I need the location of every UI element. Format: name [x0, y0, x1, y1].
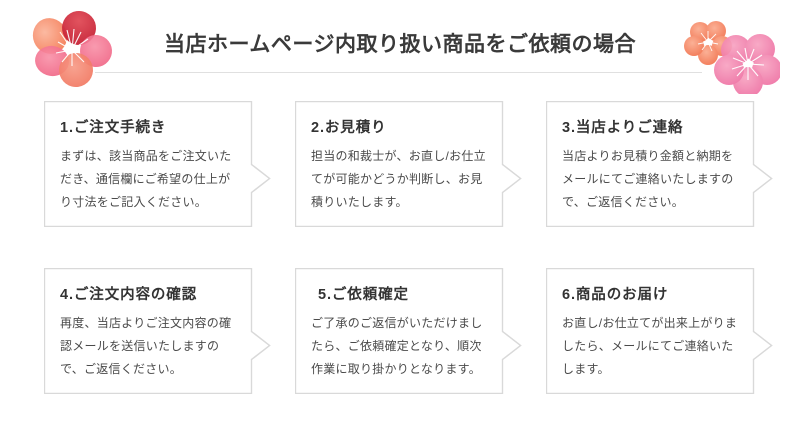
step-card-1[interactable]: 1.ご注文手続き まずは、該当商品をご注文いただき、通信欄にご希望の仕上がり寸法… — [44, 101, 271, 227]
step-card-3[interactable]: 3.当店よりご連絡 当店よりお見積り金額と納期をメールにてご連絡いたしますので、… — [546, 101, 773, 227]
step-card-2[interactable]: 2.お見積り 担当の和裁士が、お直し/お仕立てが可能かどうか判断し、お見積りいた… — [295, 101, 522, 227]
step-card-3-title: 3.当店よりご連絡 — [562, 120, 684, 136]
step-card-6-body: 6.商品のお届け お直し/お仕立てが出来上がりましたら、メールにてご連絡いたしま… — [546, 268, 754, 394]
step-card-4-text: 再度、当店よりご注文内容の確認メールを送信いたしますので、ご返信ください。 — [60, 316, 232, 376]
step-card-6-title: 6.商品のお届け — [562, 287, 669, 303]
step-card-1-body: 1.ご注文手続き まずは、該当商品をご注文いただき、通信欄にご希望の仕上がり寸法… — [44, 101, 252, 227]
step-card-4-body: 4.ご注文内容の確認 再度、当店よりご注文内容の確認メールを送信いたしますので、… — [44, 268, 252, 394]
step-card-6[interactable]: 6.商品のお届け お直し/お仕立てが出来上がりましたら、メールにてご連絡いたしま… — [546, 268, 773, 394]
step-card-3-text: 当店よりお見積り金額と納期をメールにてご連絡いたしますので、ご返信ください。 — [562, 149, 734, 209]
step-card-5-title: 5.ご依頼確定 — [318, 287, 409, 303]
page-header: 当店ホームページ内取り扱い商品をご依頼の場合 — [0, 0, 800, 96]
step-card-3-body: 3.当店よりご連絡 当店よりお見積り金額と納期をメールにてご連絡いたしますので、… — [546, 101, 754, 227]
step-card-4[interactable]: 4.ご注文内容の確認 再度、当店よりご注文内容の確認メールを送信いたしますので、… — [44, 268, 271, 394]
plum-blossom-icon-right — [684, 21, 780, 94]
header-divider-line — [95, 72, 702, 73]
step-card-5[interactable]: 5.ご依頼確定 ご了承のご返信がいただけましたら、ご依頼確定となり、順次作業に取… — [295, 268, 522, 394]
step-card-5-text: ご了承のご返信がいただけましたら、ご依頼確定となり、順次作業に取り掛かりとなりま… — [311, 316, 483, 376]
step-card-4-title: 4.ご注文内容の確認 — [60, 287, 198, 303]
page-title: 当店ホームページ内取り扱い商品をご依頼の場合 — [164, 33, 636, 56]
step-card-2-title: 2.お見積り — [311, 120, 387, 136]
step-card-5-body: 5.ご依頼確定 ご了承のご返信がいただけましたら、ご依頼確定となり、順次作業に取… — [295, 268, 503, 394]
step-card-2-body: 2.お見積り 担当の和裁士が、お直し/お仕立てが可能かどうか判断し、お見積りいた… — [295, 101, 503, 227]
plum-blossom-icon-left — [32, 11, 112, 87]
step-card-6-text: お直し/お仕立てが出来上がりましたら、メールにてご連絡いたします。 — [562, 316, 738, 376]
step-card-1-text: まずは、該当商品をご注文いただき、通信欄にご希望の仕上がり寸法をご記入ください。 — [60, 149, 232, 209]
step-card-2-text: 担当の和裁士が、お直し/お仕立てが可能かどうか判断し、お見積りいたします。 — [311, 149, 486, 209]
step-card-1-title: 1.ご注文手続き — [60, 120, 167, 136]
step-card-grid: 1.ご注文手続き まずは、該当商品をご注文いただき、通信欄にご希望の仕上がり寸法… — [0, 96, 800, 421]
